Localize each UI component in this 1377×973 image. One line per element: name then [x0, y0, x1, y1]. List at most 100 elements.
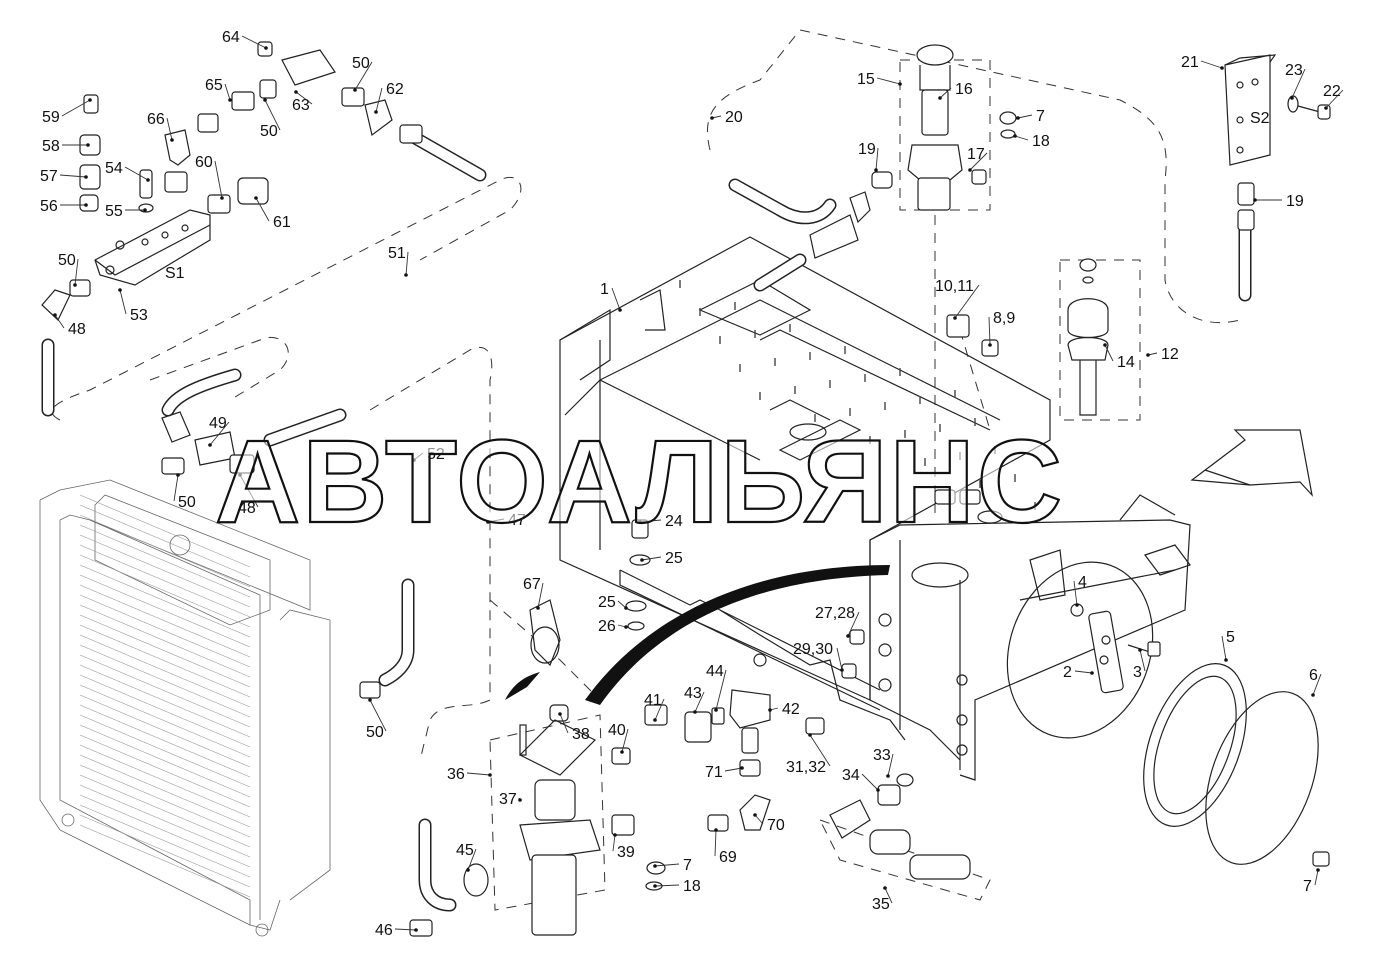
leader-line — [654, 863, 680, 867]
leader-line — [369, 699, 387, 732]
leader-line — [714, 829, 717, 857]
leader-line — [1291, 68, 1306, 99]
leader-line — [715, 669, 727, 711]
callout-67: 67 — [523, 576, 541, 593]
leader-line — [939, 87, 952, 99]
leader-dot — [753, 813, 757, 817]
callout-39: 39 — [617, 844, 635, 861]
leader-dot — [624, 606, 628, 610]
leader-dot — [84, 203, 88, 207]
leader-line — [639, 519, 662, 523]
callout-31-32: 31,32 — [786, 759, 826, 776]
leader-dot — [740, 766, 744, 770]
leader-dot — [653, 864, 657, 868]
leader-line — [119, 289, 127, 315]
leader-dot — [1220, 66, 1224, 70]
radiator-fin — [79, 724, 251, 798]
radiator-fin — [79, 534, 251, 608]
leader-dot — [146, 178, 150, 182]
leader-dot — [1013, 134, 1017, 138]
leader-line — [1014, 135, 1029, 141]
radiator-fin — [79, 654, 251, 728]
callout-3: 3 — [1133, 664, 1142, 681]
radiator-fin — [79, 544, 251, 618]
callout-34: 34 — [842, 767, 860, 784]
leader-line — [1104, 344, 1114, 362]
callout-25: 25 — [598, 594, 616, 611]
radiator-fin — [79, 784, 251, 858]
leader-line — [954, 284, 980, 319]
leader-dot — [486, 520, 490, 524]
leader-line — [724, 767, 743, 772]
callout-4: 4 — [1078, 574, 1087, 591]
callout-50: 50 — [260, 123, 278, 140]
leader-lines — [53, 35, 1344, 932]
callout-50: 50 — [352, 55, 370, 72]
leader-line — [264, 99, 281, 131]
leader-line — [295, 91, 313, 105]
leader-line — [1017, 114, 1033, 119]
callout-20: 20 — [725, 109, 743, 126]
callout-69: 69 — [719, 849, 737, 866]
leader-line — [537, 582, 544, 609]
leader-line — [1221, 635, 1227, 661]
pressure-filter — [518, 599, 601, 936]
leader-dot — [220, 196, 224, 200]
leader-line — [354, 61, 373, 91]
radiator — [39, 479, 331, 937]
callout-14: 14 — [1117, 354, 1135, 371]
cover-plate — [1006, 561, 1330, 867]
callout-61: 61 — [273, 214, 291, 231]
assembly-arrow — [505, 565, 890, 705]
radiator-fin — [79, 614, 251, 688]
leader-line — [654, 884, 680, 887]
callout-42: 42 — [782, 701, 800, 718]
leader-dot — [88, 98, 92, 102]
radiator-fin — [79, 674, 251, 748]
callout-50: 50 — [178, 494, 196, 511]
leader-dot — [264, 46, 268, 50]
leader-line — [1074, 670, 1093, 674]
leader-dot — [1146, 353, 1150, 357]
callout-56: 56 — [40, 198, 58, 215]
leader-dot — [170, 138, 174, 142]
leader-dot — [84, 175, 88, 179]
callout-18: 18 — [683, 878, 701, 895]
leader-line — [611, 287, 621, 311]
leader-line — [214, 160, 223, 199]
leader-dot — [488, 773, 492, 777]
leader-line — [836, 647, 843, 671]
leader-dot — [228, 98, 232, 102]
leader-dot — [353, 88, 357, 92]
callout-54: 54 — [105, 160, 123, 177]
leader-dot — [53, 313, 57, 317]
callout-21: 21 — [1181, 54, 1199, 71]
leader-dot — [1324, 106, 1328, 110]
callout-25: 25 — [665, 550, 683, 567]
leader-line — [124, 166, 149, 181]
watermark: АВТОАЛЬЯНС — [215, 416, 1064, 548]
callout-59: 59 — [42, 109, 60, 126]
callout-41: 41 — [644, 692, 662, 709]
leader-dot — [1138, 648, 1142, 652]
leader-line — [876, 77, 901, 85]
leader-line — [847, 611, 860, 637]
leader-dot — [414, 928, 418, 932]
block-s1: S1 — [94, 209, 211, 286]
radiator-fin — [79, 754, 251, 828]
radiator-fin — [79, 524, 251, 598]
callout-51: 51 — [388, 245, 406, 262]
callout-70: 70 — [767, 817, 785, 834]
leader-dot — [638, 520, 642, 524]
callout-labels: 6465506350625958575666545560615048535149… — [40, 29, 1341, 939]
callout-37: 37 — [499, 791, 517, 808]
callout-50: 50 — [58, 252, 76, 269]
leader-line — [166, 117, 173, 141]
leader-line — [654, 698, 665, 721]
callout-17: 17 — [967, 146, 985, 163]
leader-dot — [1290, 96, 1294, 100]
callout-52: 52 — [427, 446, 445, 463]
callout-33: 33 — [873, 747, 891, 764]
radiator-fin — [79, 604, 251, 678]
